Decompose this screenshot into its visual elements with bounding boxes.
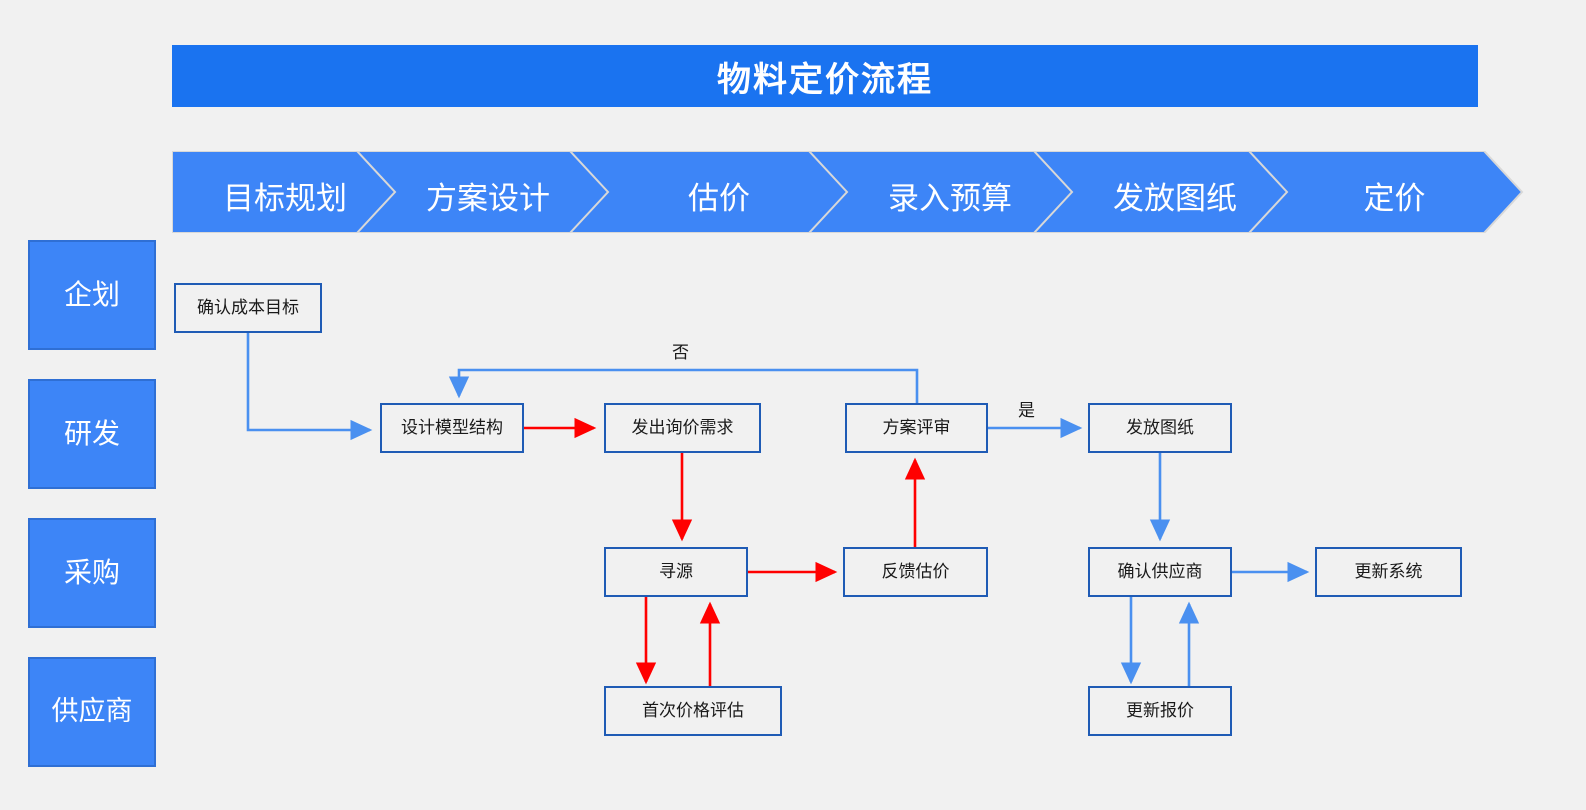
stage-label-1[interactable]: 目标规划 bbox=[223, 181, 347, 216]
stage-bar: 目标规划 方案设计 估价 录入预算 发放图纸 定价 bbox=[171, 150, 1524, 234]
node-design-model-structure[interactable]: 设计模型结构 bbox=[380, 403, 524, 453]
page-title: 物料定价流程 bbox=[172, 45, 1478, 107]
node-update-system[interactable]: 更新系统 bbox=[1315, 547, 1462, 597]
stage-label-2[interactable]: 方案设计 bbox=[426, 181, 550, 216]
stage-label-6[interactable]: 定价 bbox=[1363, 181, 1426, 216]
edge-review-no-to-design bbox=[448, 368, 919, 403]
lane-label-rd[interactable]: 研发 bbox=[28, 379, 156, 489]
lane-label-supplier[interactable]: 供应商 bbox=[28, 657, 156, 767]
stage-label-3[interactable]: 估价 bbox=[688, 181, 750, 216]
stage-label-4[interactable]: 录入预算 bbox=[888, 181, 1012, 216]
node-sourcing[interactable]: 寻源 bbox=[604, 547, 748, 597]
stage-label-5[interactable]: 发放图纸 bbox=[1113, 181, 1237, 216]
node-feedback-estimate[interactable]: 反馈估价 bbox=[843, 547, 988, 597]
stage-chevrons bbox=[171, 150, 1524, 234]
edge-cost-to-design bbox=[246, 333, 373, 441]
node-issue-inquiry-request[interactable]: 发出询价需求 bbox=[604, 403, 761, 453]
lane-label-planning[interactable]: 企划 bbox=[28, 240, 156, 350]
node-confirm-supplier[interactable]: 确认供应商 bbox=[1088, 547, 1232, 597]
node-issue-drawings[interactable]: 发放图纸 bbox=[1088, 403, 1232, 453]
node-update-quotation[interactable]: 更新报价 bbox=[1088, 686, 1232, 736]
node-plan-review[interactable]: 方案评审 bbox=[845, 403, 988, 453]
node-confirm-cost-target[interactable]: 确认成本目标 bbox=[174, 283, 322, 333]
edge-label-no: 否 bbox=[672, 343, 689, 362]
edge-label-yes: 是 bbox=[1018, 401, 1035, 420]
lane-label-procurement[interactable]: 采购 bbox=[28, 518, 156, 628]
node-first-price-evaluation[interactable]: 首次价格评估 bbox=[604, 686, 782, 736]
